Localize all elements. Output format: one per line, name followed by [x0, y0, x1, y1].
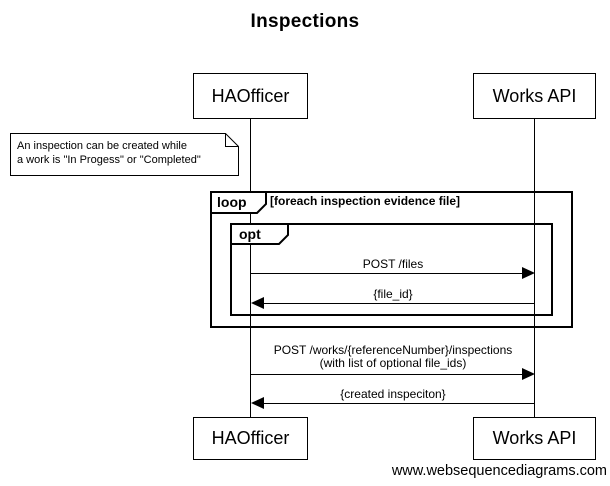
actor-bottom-works-api-label: Works API	[492, 428, 577, 448]
loop-tab-label: loop	[217, 194, 247, 210]
message-post-files-arrowhead-icon	[522, 267, 535, 279]
message-post-inspections-label-line1: POST /works/{referenceNumber}/inspection…	[273, 343, 513, 357]
loop-tab-shape	[210, 191, 267, 214]
note-line-2: a work is "In Progess" or "Completed"	[17, 154, 201, 166]
message-file-id-arrowhead-icon	[251, 297, 264, 309]
opt-tab-label: opt	[239, 226, 261, 242]
actor-top-haofficer-label: HAOfficer	[211, 85, 290, 106]
actor-top-haofficer: HAOfficer	[193, 73, 308, 119]
message-file-id-label: {file_id}	[373, 287, 413, 301]
note-text: An inspection can be created while a wor…	[17, 139, 201, 167]
opt-frame	[230, 223, 553, 316]
actor-bottom-haofficer: HAOfficer	[193, 417, 308, 460]
lifeline-haofficer	[250, 119, 251, 417]
message-created-inspection-label: {created inspeciton}	[340, 387, 446, 401]
message-post-inspections-arrowhead-icon	[522, 368, 535, 380]
actor-top-works-api: Works API	[473, 73, 596, 119]
note: An inspection can be created while a wor…	[10, 133, 239, 176]
diagram-title: Inspections	[250, 11, 360, 32]
message-post-inspections-label: POST /works/{referenceNumber}/inspection…	[251, 344, 535, 370]
actor-top-works-api-label: Works API	[492, 85, 577, 106]
message-created-inspection-arrowhead-icon	[251, 397, 264, 409]
note-shape	[10, 133, 239, 176]
opt-tab-shape	[230, 223, 289, 245]
message-post-inspections-line	[251, 374, 522, 375]
loop-condition: [foreach inspection evidence file]	[270, 194, 461, 208]
note-line-1: An inspection can be created while	[17, 140, 187, 152]
message-file-id-line	[263, 303, 535, 304]
watermark-text: www.websequencediagrams.com	[391, 463, 607, 479]
actor-bottom-works-api: Works API	[473, 417, 596, 460]
message-created-inspection-line	[263, 403, 535, 404]
message-post-inspections-label-line2: (with list of optional file_ids)	[319, 356, 467, 370]
message-post-files-line	[251, 273, 522, 274]
loop-frame	[210, 191, 573, 328]
actor-bottom-haofficer-label: HAOfficer	[211, 428, 290, 448]
message-post-files-label: POST /files	[362, 257, 424, 271]
